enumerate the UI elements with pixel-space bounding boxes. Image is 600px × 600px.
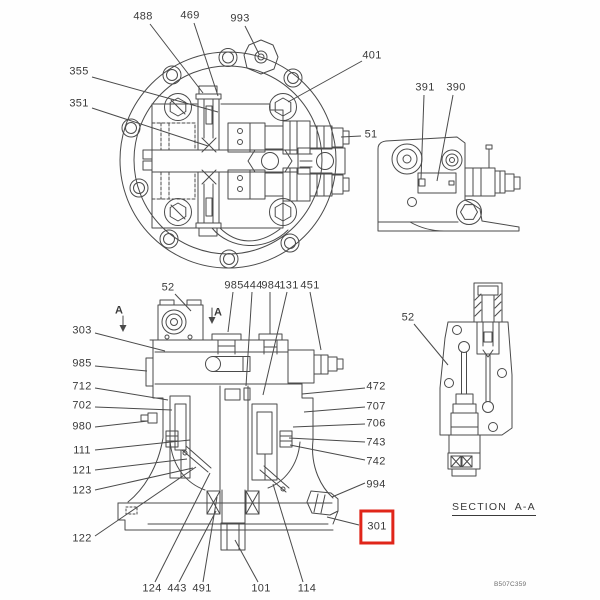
leader-line-303	[94, 332, 166, 352]
leader-line-980	[94, 420, 149, 428]
leader-line-121	[94, 458, 188, 471]
part-callout-401[interactable]: 401	[362, 49, 382, 62]
leader-line-390	[436, 94, 454, 182]
part-callout-984[interactable]: 984	[261, 279, 281, 292]
leader-line-124	[154, 472, 211, 583]
part-callout-390[interactable]: 390	[446, 81, 466, 94]
part-callout-980[interactable]: 980	[72, 420, 92, 433]
port-assembly-top	[227, 120, 350, 155]
part-callout-111[interactable]: 111	[73, 444, 91, 457]
part-callout-994[interactable]: 994	[366, 478, 386, 491]
part-callout-451[interactable]: 451	[300, 279, 320, 292]
leader-line-122	[94, 466, 197, 537]
leader-line-131	[262, 291, 288, 396]
part-callout-351[interactable]: 351	[69, 97, 89, 110]
leader-line-451	[309, 291, 322, 351]
lug	[243, 39, 279, 75]
leader-line-391	[420, 94, 425, 180]
part-callout-52[interactable]: 52	[401, 311, 415, 324]
part-callout-131[interactable]: 131	[279, 279, 299, 292]
relief-valve-bottom	[195, 169, 222, 237]
leader-line-111	[94, 439, 191, 451]
leader-line-301	[326, 516, 360, 526]
part-callout-101[interactable]: 101	[251, 582, 271, 595]
part-callout-742[interactable]: 742	[366, 455, 386, 468]
part-callout-122[interactable]: 122	[72, 532, 92, 545]
part-callout-707[interactable]: 707	[366, 400, 386, 413]
leader-line-52	[413, 323, 449, 366]
relief-valve-top	[195, 85, 222, 153]
part-callout-469[interactable]: 469	[180, 9, 200, 22]
bolt-holes	[121, 48, 303, 269]
leader-line-742	[289, 444, 366, 461]
view-section-aa	[439, 282, 513, 477]
part-callout-52[interactable]: 52	[161, 281, 175, 294]
hidden-lines	[151, 122, 196, 200]
part-callout-993[interactable]: 993	[230, 12, 250, 25]
leader-line-488	[149, 23, 204, 94]
view-end-cover	[119, 39, 350, 269]
part-callout-706[interactable]: 706	[366, 417, 386, 430]
part-callout-472[interactable]: 472	[366, 380, 386, 393]
section-marker-a-right: A	[214, 306, 222, 319]
leader-line-443	[178, 510, 217, 583]
part-callout-355[interactable]: 355	[69, 65, 89, 78]
leader-line-702	[94, 406, 173, 411]
leader-line-401	[287, 60, 363, 103]
leader-line-706	[292, 423, 366, 428]
leader-line-985	[94, 365, 148, 372]
leader-line-101	[234, 539, 259, 583]
section-marker-a-left: A	[115, 304, 123, 317]
part-callout-443[interactable]: 443	[167, 582, 187, 595]
part-callout-123[interactable]: 123	[72, 484, 92, 497]
view-valve-bracket	[377, 136, 521, 232]
part-callout-985[interactable]: 985	[72, 357, 92, 370]
leader-line-469	[193, 22, 219, 97]
leader-line-993	[244, 25, 260, 55]
part-callout-985[interactable]: 985	[224, 279, 244, 292]
leader-line-743	[288, 437, 366, 443]
leader-line-123	[94, 467, 194, 491]
part-callout-51[interactable]: 51	[364, 128, 378, 141]
part-callout-702[interactable]: 702	[72, 399, 92, 412]
leader-line-994	[331, 482, 366, 498]
leader-line-351	[91, 107, 209, 147]
leader-line-707	[303, 406, 366, 413]
drawing-code: B507C359	[494, 581, 527, 588]
port-assembly-bottom	[227, 167, 350, 202]
part-callout-301-highlighted[interactable]: 301	[359, 509, 395, 545]
leader-line-355	[91, 76, 219, 113]
part-callout-391[interactable]: 391	[415, 81, 435, 94]
leader-line-985	[227, 291, 234, 333]
leader-line-114	[272, 483, 304, 583]
flange-lug	[306, 490, 339, 516]
part-callout-124[interactable]: 124	[142, 582, 162, 595]
part-callout-491[interactable]: 491	[192, 582, 212, 595]
part-callout-121[interactable]: 121	[72, 464, 92, 477]
leader-line-51	[340, 135, 362, 138]
part-callout-743[interactable]: 743	[366, 436, 386, 449]
part-callout-303[interactable]: 303	[72, 324, 92, 337]
section-aa-caption: SECTION A-A	[452, 501, 536, 516]
part-callout-444[interactable]: 444	[243, 279, 263, 292]
leader-line-712	[94, 387, 169, 401]
leader-line-472	[301, 387, 366, 395]
part-callout-488[interactable]: 488	[133, 10, 153, 23]
leader-line-444	[245, 291, 253, 387]
leader-line-52	[174, 293, 192, 312]
part-callout-114[interactable]: 114	[297, 582, 317, 595]
leader-line-491	[202, 496, 218, 583]
part-callout-712[interactable]: 712	[72, 380, 92, 393]
view-motor-cross-section	[117, 299, 344, 551]
